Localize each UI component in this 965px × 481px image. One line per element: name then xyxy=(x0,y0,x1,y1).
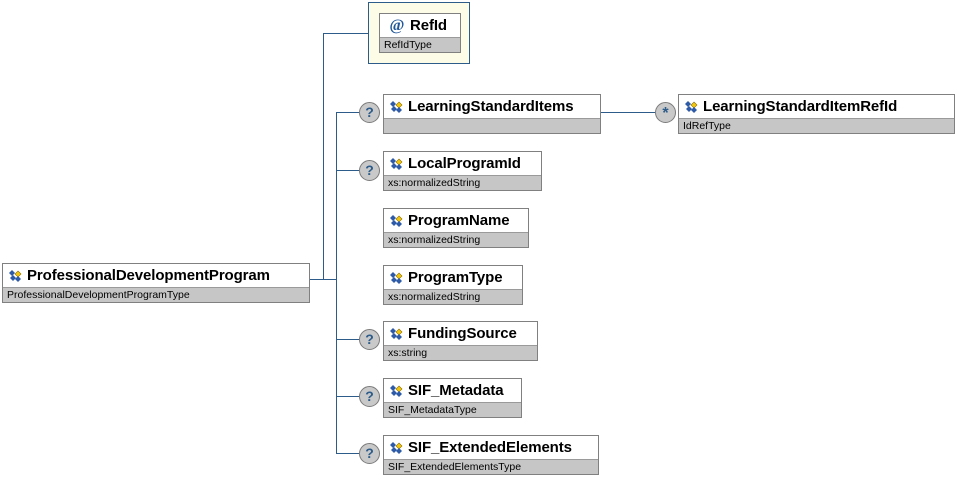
repeating-marker[interactable]: * xyxy=(655,102,676,123)
node-refid[interactable]: @ RefId RefIdType xyxy=(379,13,461,53)
connector-attribute-branch-refid xyxy=(323,33,369,34)
element-icon xyxy=(389,384,403,398)
node-type-label: SIF_MetadataType xyxy=(384,402,521,417)
node-type-label: xs:normalizedString xyxy=(384,232,528,247)
node-header: LocalProgramId xyxy=(384,152,541,175)
node-type-label: IdRefType xyxy=(679,118,954,133)
optional-marker[interactable]: ? xyxy=(359,443,380,464)
node-sif-extendedelements[interactable]: SIF_ExtendedElements SIF_ExtendedElement… xyxy=(383,435,599,475)
element-icon xyxy=(8,269,22,283)
connector-branch-learningstandarditemrefid xyxy=(601,112,655,113)
connector-element-trunk xyxy=(336,112,337,453)
node-title: ProgramName xyxy=(408,212,510,229)
node-header: @ RefId xyxy=(380,14,460,37)
node-title: LocalProgramId xyxy=(408,155,521,172)
node-title: LearningStandardItemRefId xyxy=(703,98,898,115)
node-type-label: ProfessionalDevelopmentProgramType xyxy=(3,287,309,302)
node-type-label: RefIdType xyxy=(380,37,460,52)
node-header: FundingSource xyxy=(384,322,537,345)
node-programname[interactable]: ProgramName xs:normalizedString xyxy=(383,208,529,248)
node-type-label: SIF_ExtendedElementsType xyxy=(384,459,598,474)
node-type-label: xs:normalizedString xyxy=(384,289,522,304)
node-type-label xyxy=(384,118,600,133)
node-learningstandarditemrefid[interactable]: LearningStandardItemRefId IdRefType xyxy=(678,94,955,134)
node-title: SIF_ExtendedElements xyxy=(408,439,572,456)
node-title: RefId xyxy=(409,17,447,34)
optional-marker[interactable]: ? xyxy=(359,386,380,407)
element-icon xyxy=(389,441,403,455)
connector-attribute-trunk xyxy=(323,33,324,280)
node-professionaldevelopmentprogram[interactable]: ProfessionalDevelopmentProgram Professio… xyxy=(2,263,310,303)
node-title: FundingSource xyxy=(408,325,517,342)
node-header: ProgramType xyxy=(384,266,522,289)
element-icon xyxy=(389,271,403,285)
node-type-label: xs:normalizedString xyxy=(384,175,541,190)
node-title: SIF_Metadata xyxy=(408,382,504,399)
connector-branch-learningstandarditems xyxy=(336,112,359,113)
element-icon xyxy=(389,157,403,171)
connector-branch-sifmetadata xyxy=(336,396,359,397)
attribute-icon: @ xyxy=(389,16,405,34)
node-learningstandarditems[interactable]: LearningStandardItems xyxy=(383,94,601,134)
node-type-label: xs:string xyxy=(384,345,537,360)
node-header: ProgramName xyxy=(384,209,528,232)
node-title: ProgramType xyxy=(408,269,503,286)
node-title: ProfessionalDevelopmentProgram xyxy=(27,267,270,284)
element-icon xyxy=(684,100,698,114)
element-icon xyxy=(389,327,403,341)
element-icon xyxy=(389,100,403,114)
node-fundingsource[interactable]: FundingSource xs:string xyxy=(383,321,538,361)
node-header: LearningStandardItemRefId xyxy=(679,95,954,118)
connector-branch-localprogramid xyxy=(336,170,359,171)
optional-marker[interactable]: ? xyxy=(359,102,380,123)
node-title: LearningStandardItems xyxy=(408,98,574,115)
node-sif-metadata[interactable]: SIF_Metadata SIF_MetadataType xyxy=(383,378,522,418)
node-header: SIF_Metadata xyxy=(384,379,521,402)
connector-branch-sifextendedelements xyxy=(336,453,359,454)
connector-branch-fundingsource xyxy=(336,339,359,340)
node-header: SIF_ExtendedElements xyxy=(384,436,598,459)
node-header: ProfessionalDevelopmentProgram xyxy=(3,264,309,287)
optional-marker[interactable]: ? xyxy=(359,329,380,350)
optional-marker[interactable]: ? xyxy=(359,160,380,181)
node-header: LearningStandardItems xyxy=(384,95,600,118)
node-programtype[interactable]: ProgramType xs:normalizedString xyxy=(383,265,523,305)
node-localprogramid[interactable]: LocalProgramId xs:normalizedString xyxy=(383,151,542,191)
element-icon xyxy=(389,214,403,228)
